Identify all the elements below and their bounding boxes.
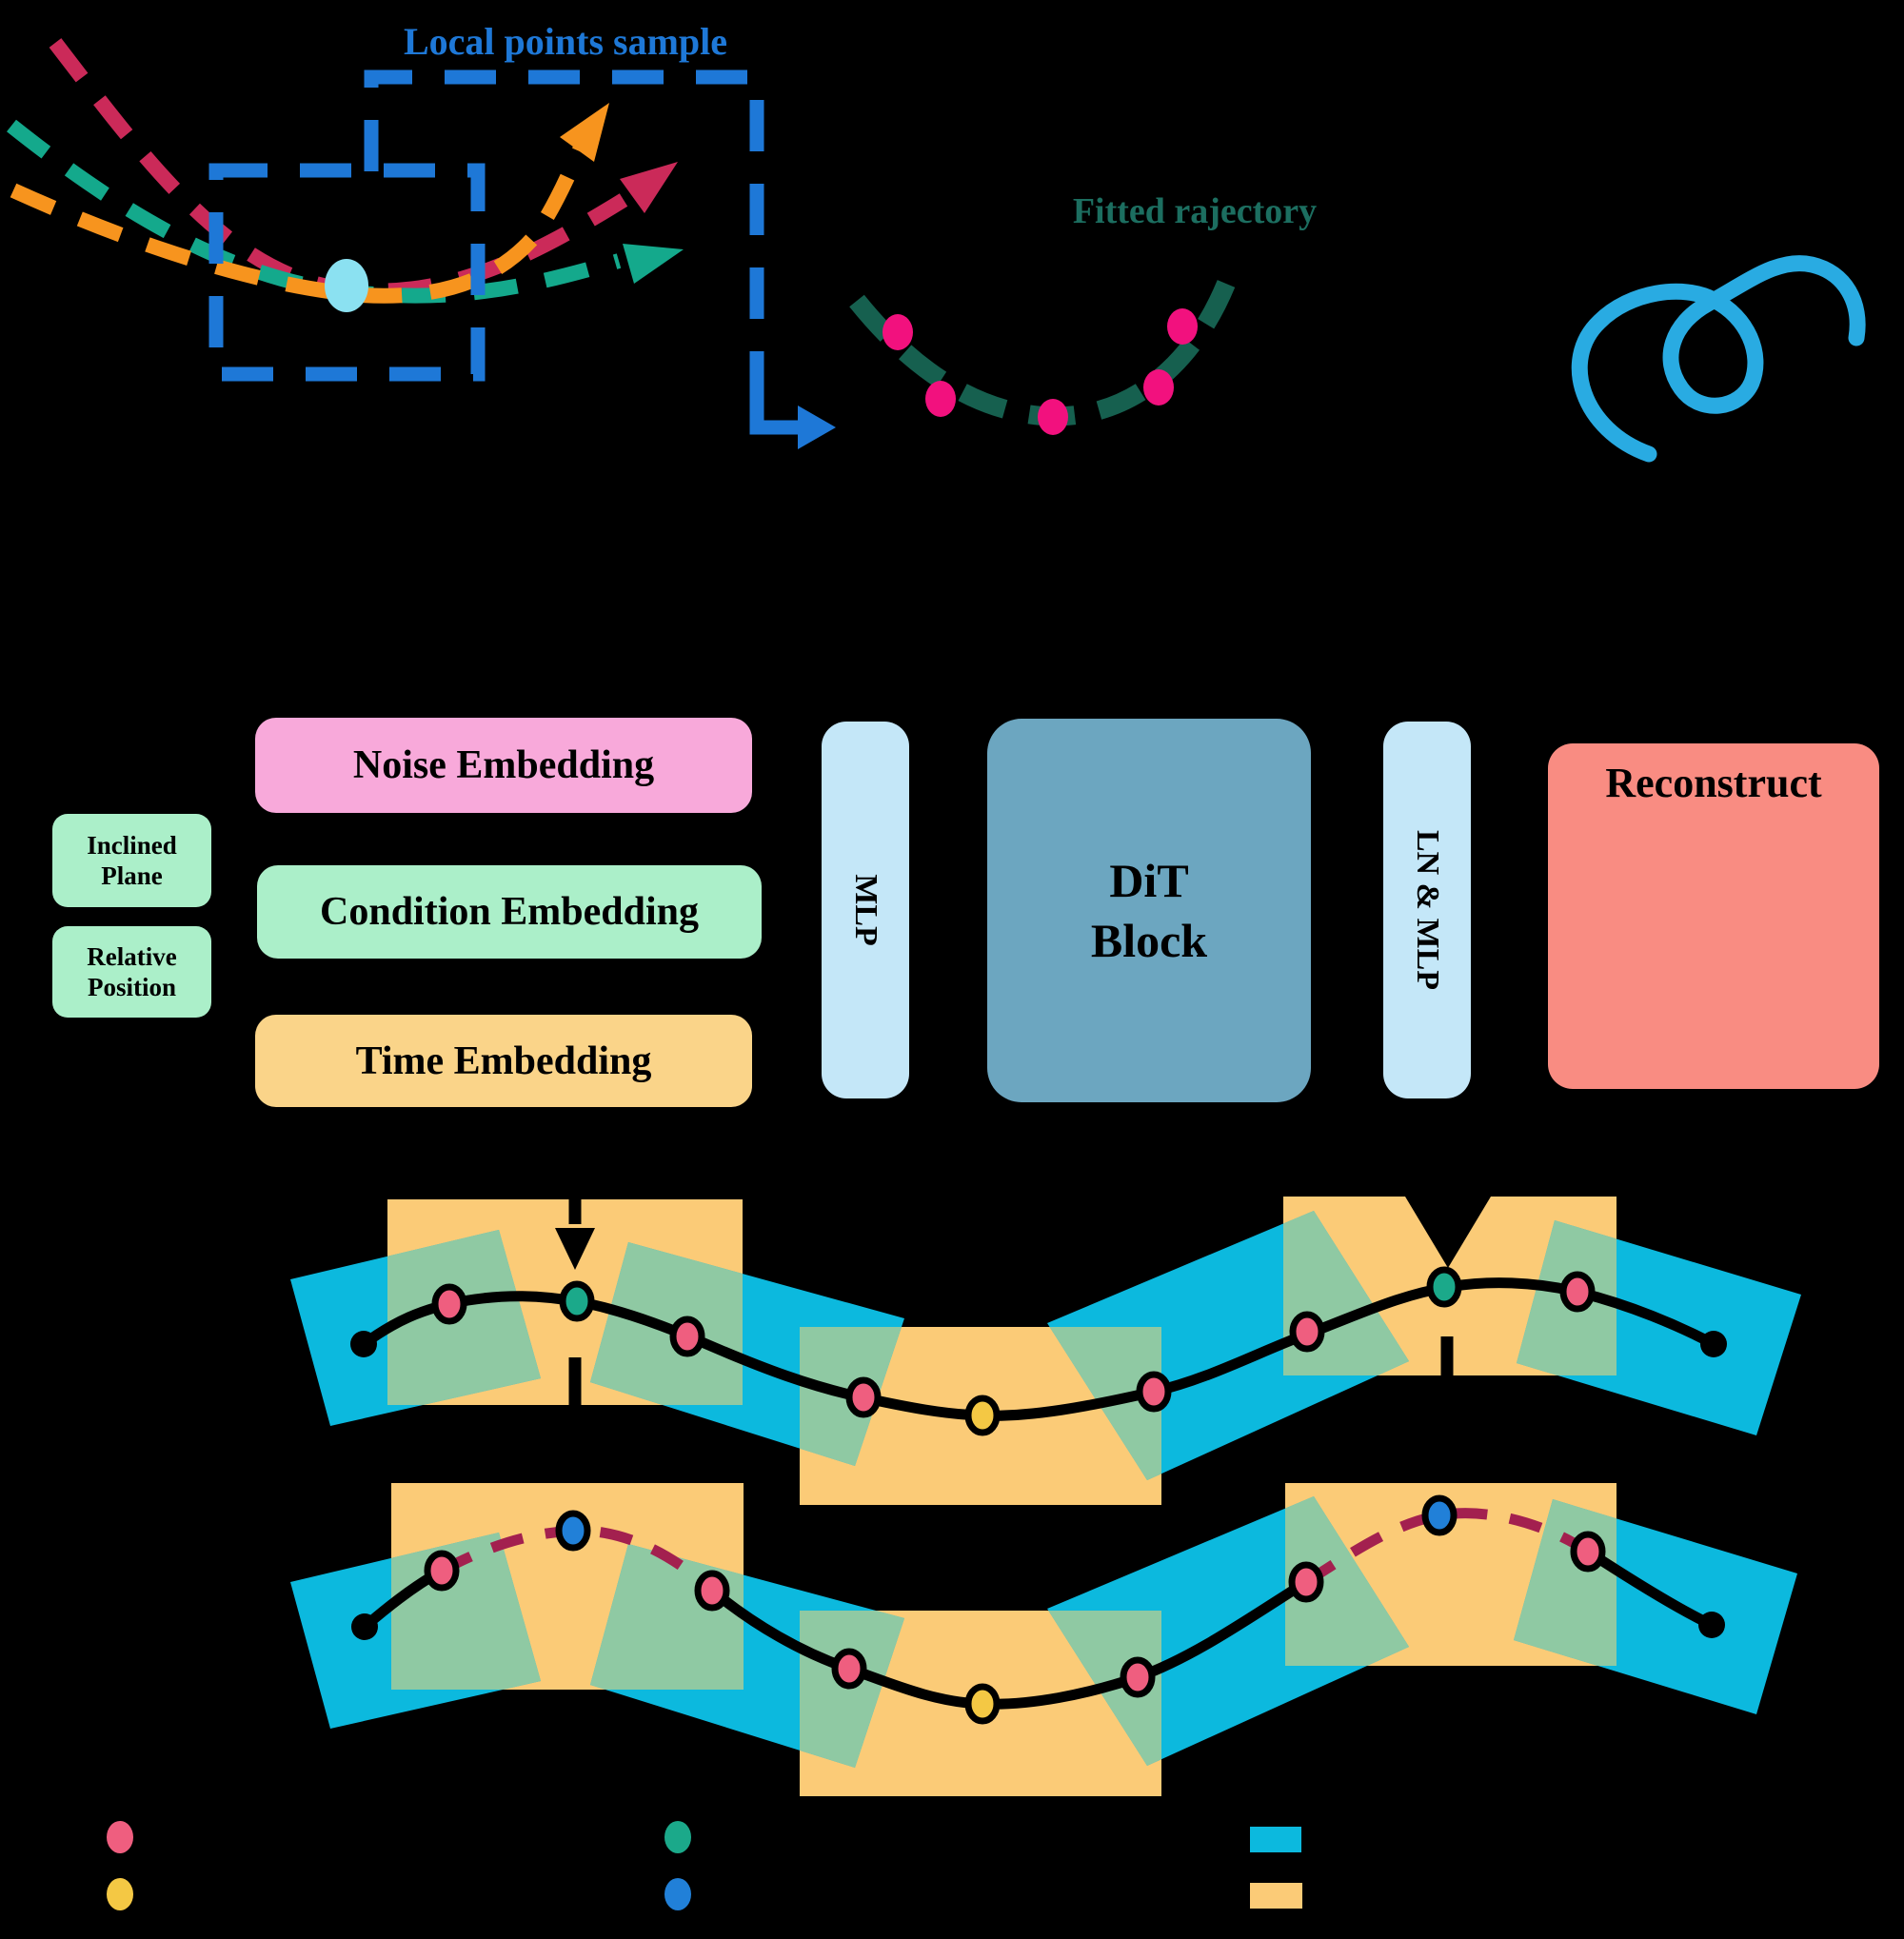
reconstruct-box: Reconstruct xyxy=(1548,743,1879,1089)
reconstruct-label: Reconstruct xyxy=(1605,760,1822,806)
legend-dot-yellow xyxy=(107,1878,133,1910)
waypoint-pink xyxy=(669,1316,705,1357)
noisy-trajectory-teal xyxy=(7,119,622,304)
trajectory-row-noisy xyxy=(290,1483,1797,1796)
fitted-point xyxy=(1143,369,1174,406)
waypoint-pink xyxy=(1559,1271,1596,1313)
noise-embedding-box: Noise Embedding xyxy=(255,718,752,813)
dit-block-box: DiT Block xyxy=(987,719,1311,1102)
fitted-trajectory-label: Fitted rajectory xyxy=(1072,191,1318,231)
fitted-trajectory-group xyxy=(849,280,1236,435)
waypoint-pink xyxy=(431,1283,467,1325)
trajectory-endpoint xyxy=(350,1331,377,1357)
fitted-point xyxy=(1167,308,1198,345)
relative-position-box: Relative Position xyxy=(52,926,211,1018)
sample-flow-arrowhead-icon xyxy=(798,406,836,449)
waypoint-yellow xyxy=(964,1395,1001,1436)
fitted-point xyxy=(925,381,956,417)
teal-arrowhead-icon xyxy=(623,244,684,284)
trajectory-endpoint xyxy=(1698,1612,1725,1638)
trajectory-row-noisefree xyxy=(290,1197,1801,1505)
ln-mlp-label: LN & MLP xyxy=(1410,829,1445,991)
crimson-arrowhead-icon xyxy=(620,162,678,213)
waypoint-blue xyxy=(555,1510,591,1552)
waypoint-pink xyxy=(845,1376,882,1418)
ln-mlp-bar: LN & MLP xyxy=(1383,722,1471,1098)
waypoint-pink xyxy=(1136,1371,1172,1413)
waypoint-blue xyxy=(1421,1494,1458,1536)
local-points-sample-label: Local points sample xyxy=(403,20,728,63)
spiral-trajectory-doodle xyxy=(1571,255,1866,463)
local-sample-group xyxy=(7,38,836,449)
local-window-box xyxy=(364,69,764,415)
legend-swatch-plane xyxy=(1250,1827,1301,1852)
legend-swatch-patch xyxy=(1250,1883,1302,1909)
mlp-bar: MLP xyxy=(822,722,909,1098)
orange-arrowhead-icon xyxy=(560,103,609,162)
condition-embedding-box: Condition Embedding xyxy=(257,865,762,959)
condition-down-arrowhead-icon xyxy=(1405,1197,1491,1268)
waypoint-teal xyxy=(559,1280,595,1322)
noisy-trajectory-orange xyxy=(10,135,592,304)
trajectory-endpoint xyxy=(1700,1331,1727,1357)
sample-window-box xyxy=(208,163,486,382)
waypoint-pink xyxy=(694,1570,730,1612)
legend-dot-teal xyxy=(664,1821,691,1853)
legend-dot-blue xyxy=(664,1878,691,1910)
trajectory-endpoint xyxy=(351,1613,378,1640)
mlp-label: MLP xyxy=(847,874,883,946)
fitted-point xyxy=(883,314,913,350)
waypoint-pink xyxy=(1288,1561,1324,1603)
time-embedding-label: Time Embedding xyxy=(355,1039,652,1083)
inclined-plane-box: Inclined Plane xyxy=(52,814,211,907)
fitted-point xyxy=(1038,399,1068,435)
waypoint-yellow xyxy=(964,1683,1001,1725)
waypoint-pink xyxy=(1289,1311,1325,1353)
waypoint-pink xyxy=(424,1550,460,1592)
relative-position-label: Relative Position xyxy=(87,941,177,1001)
condition-down-arrowhead-icon xyxy=(555,1228,595,1270)
waypoint-teal xyxy=(1426,1266,1462,1308)
sample-point xyxy=(325,259,368,312)
inclined-plane-label: Inclined Plane xyxy=(87,830,177,890)
noise-embedding-label: Noise Embedding xyxy=(352,743,655,787)
waypoint-pink xyxy=(1570,1531,1606,1573)
legend-dot-pink xyxy=(107,1821,133,1853)
dit-block-label: DiT Block xyxy=(1090,854,1208,967)
waypoint-pink xyxy=(1120,1656,1156,1698)
waypoint-pink xyxy=(831,1648,867,1690)
sample-flow-elbow xyxy=(749,402,802,435)
legend xyxy=(107,1821,1302,1910)
time-embedding-box: Time Embedding xyxy=(255,1015,752,1107)
condition-embedding-label: Condition Embedding xyxy=(320,890,699,934)
